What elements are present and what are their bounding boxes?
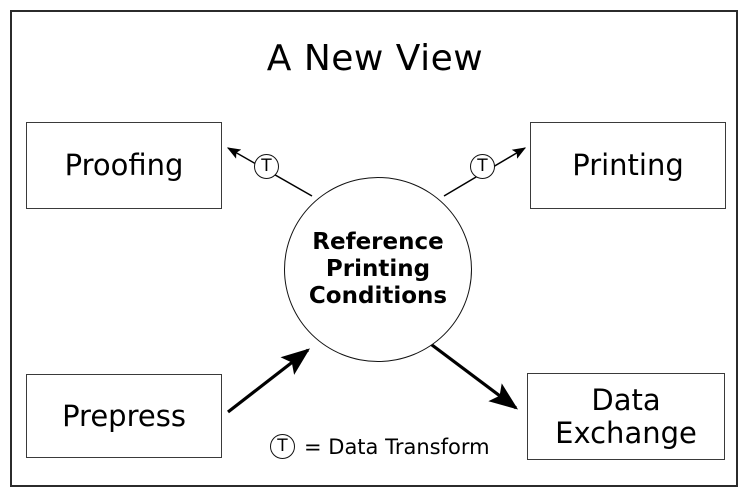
hub-label-line-2: Printing [325, 256, 431, 283]
node-reference-printing-conditions[interactable]: Reference Printing Conditions [284, 177, 472, 362]
legend: T = Data Transform [270, 434, 490, 459]
legend-symbol: T [277, 436, 288, 456]
node-proofing-label: Proofing [64, 148, 184, 183]
node-data-exchange-line-1: Data [591, 383, 661, 418]
node-printing-label: Printing [572, 148, 684, 183]
hub-label-line-1: Reference [312, 229, 444, 256]
legend-data-transform-icon: T [270, 434, 295, 459]
node-printing[interactable]: Printing [530, 122, 726, 209]
data-transform-badge-symbol: T [477, 156, 488, 176]
node-data-exchange-line-2: Exchange [555, 415, 697, 450]
page-title: A New View [266, 38, 484, 79]
legend-label: = Data Transform [304, 434, 490, 459]
node-prepress[interactable]: Prepress [26, 374, 222, 458]
node-proofing[interactable]: Proofing [26, 122, 222, 209]
node-data-exchange[interactable]: Data Exchange [527, 373, 725, 460]
data-transform-badge-icon: T [254, 154, 279, 179]
hub-label-line-3: Conditions [308, 282, 448, 309]
node-data-exchange-label: Data Exchange [555, 384, 697, 449]
hub-label: Reference Printing Conditions [309, 229, 447, 310]
data-transform-badge-symbol: T [261, 156, 272, 176]
node-prepress-label: Prepress [62, 398, 186, 433]
data-transform-badge-icon: T [470, 154, 495, 179]
